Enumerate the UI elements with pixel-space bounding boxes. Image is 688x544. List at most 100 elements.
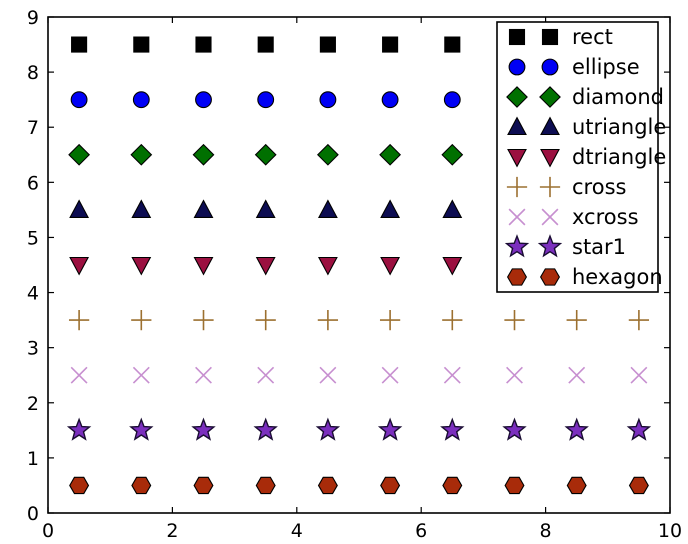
- marker-plus: [255, 309, 276, 331]
- xtick-label-10: 10: [658, 520, 682, 542]
- marker-plus: [628, 309, 650, 331]
- legend-label-hexagon: hexagon: [572, 265, 663, 289]
- marker-square: [319, 36, 336, 53]
- ytick-label-9: 9: [27, 7, 39, 29]
- xtick-label-8: 8: [540, 520, 552, 542]
- marker-hexagon: [504, 476, 525, 495]
- marker-x: [132, 366, 150, 384]
- marker-diamond: [379, 143, 402, 166]
- marker-diamond: [316, 143, 339, 166]
- legend-label-dtriangle: dtriangle: [572, 145, 666, 169]
- marker-diamond: [254, 143, 277, 166]
- marker-square: [71, 36, 88, 53]
- marker-diamond: [441, 143, 464, 166]
- marker-hexagon: [442, 476, 463, 495]
- marker-star: [502, 417, 527, 441]
- marker-x: [568, 366, 586, 384]
- marker-plus: [504, 309, 525, 331]
- xtick-label-2: 2: [166, 520, 178, 542]
- marker-x: [195, 366, 212, 384]
- marker-hexagon: [131, 476, 152, 495]
- marker-x: [506, 366, 523, 384]
- marker-triangle-down: [317, 256, 338, 276]
- marker-circle: [132, 91, 150, 109]
- axes-frame: [47, 16, 671, 514]
- ytick-label-6: 6: [27, 172, 39, 194]
- legend-label-star1: star1: [572, 235, 626, 259]
- series-hexagon: [69, 476, 649, 495]
- marker-plus: [506, 176, 528, 198]
- marker-star: [440, 417, 465, 441]
- marker-square: [257, 36, 274, 53]
- ytick-label-2: 2: [27, 393, 39, 415]
- ytick-label-8: 8: [27, 62, 39, 84]
- marker-triangle-up: [193, 199, 214, 218]
- legend[interactable]: rect ellipse diamond utriangle dtriangle cros…: [496, 21, 666, 293]
- marker-plus: [317, 309, 339, 331]
- ytick-label-3: 3: [27, 338, 39, 360]
- marker-square: [541, 28, 559, 46]
- marker-plus: [442, 309, 463, 331]
- legend-item-cross[interactable]: cross: [506, 175, 627, 199]
- marker-hexagon: [69, 476, 90, 495]
- marker-triangle-up: [69, 199, 90, 218]
- legend-item-xcross[interactable]: xcross: [508, 205, 639, 229]
- marker-x: [443, 366, 461, 384]
- marker-triangle-up: [131, 199, 152, 218]
- marker-triangle-up: [540, 116, 560, 136]
- xtick-label-0: 0: [42, 520, 54, 542]
- legend-item-ellipse[interactable]: ellipse: [508, 55, 640, 79]
- marker-plus: [193, 309, 214, 331]
- legend-label-xcross: xcross: [572, 205, 639, 229]
- legend-item-rect[interactable]: rect: [508, 25, 613, 49]
- marker-triangle-down: [380, 256, 401, 276]
- marker-square: [444, 36, 461, 53]
- marker-x: [319, 366, 337, 384]
- legend-item-hexagon[interactable]: hexagon: [506, 265, 663, 289]
- marker-hexagon: [539, 268, 561, 286]
- marker-hexagon: [506, 268, 528, 286]
- legend-label-cross: cross: [572, 175, 626, 199]
- marker-star: [129, 417, 154, 441]
- marker-diamond: [192, 143, 215, 166]
- marker-star: [537, 234, 563, 258]
- marker-square: [133, 36, 150, 53]
- marker-circle: [319, 91, 337, 109]
- legend-item-dtriangle[interactable]: dtriangle: [507, 145, 666, 169]
- legend-label-utriangle: utriangle: [572, 115, 666, 139]
- marker-triangle-up: [317, 199, 338, 218]
- marker-x: [257, 366, 275, 384]
- marker-x: [381, 366, 399, 384]
- ytick-label-7: 7: [27, 117, 39, 139]
- marker-triangle-down: [540, 148, 560, 168]
- marker-hexagon: [255, 476, 276, 495]
- legend-item-utriangle[interactable]: utriangle: [507, 115, 666, 139]
- marker-triangle-down: [507, 148, 527, 168]
- marker-star: [66, 417, 92, 441]
- marker-hexagon: [193, 476, 214, 495]
- series-star1: [66, 417, 652, 441]
- marker-star: [626, 417, 652, 441]
- marker-triangle-down: [69, 256, 90, 276]
- marker-plus: [68, 309, 90, 331]
- marker-x: [541, 208, 559, 226]
- legend-item-star1[interactable]: star1: [504, 234, 626, 259]
- marker-plus: [379, 309, 401, 331]
- marker-x: [508, 208, 526, 226]
- legend-label-diamond: diamond: [572, 85, 664, 109]
- xtick-label-4: 4: [291, 520, 303, 542]
- marker-triangle-down: [193, 256, 214, 276]
- marker-diamond: [130, 143, 153, 166]
- series-xcross: [70, 366, 648, 384]
- marker-circle: [381, 91, 399, 109]
- data-markers-layer: [66, 36, 652, 495]
- ytick-label-5: 5: [27, 227, 39, 249]
- marker-triangle-up: [380, 199, 401, 218]
- marker-plus: [566, 309, 587, 331]
- legend-item-diamond[interactable]: diamond: [506, 85, 664, 109]
- xtick-label-6: 6: [415, 520, 427, 542]
- marker-circle: [257, 91, 275, 109]
